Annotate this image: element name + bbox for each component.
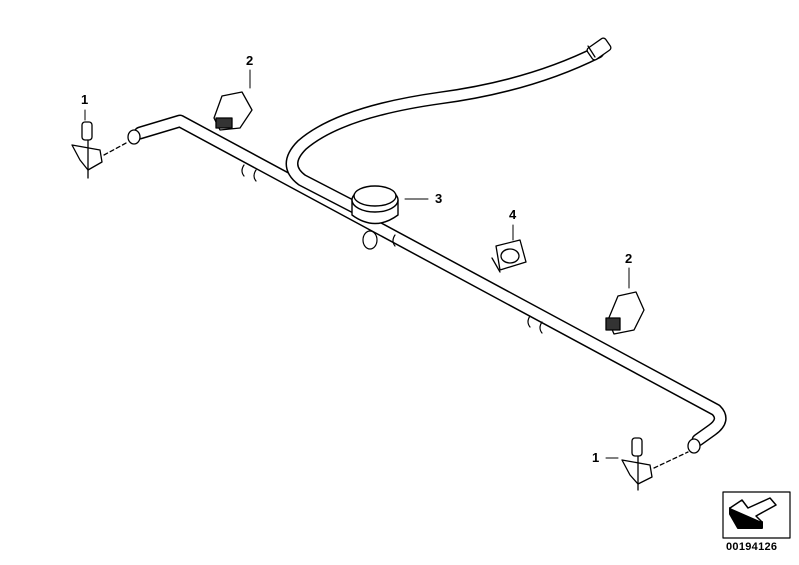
callout-3[interactable]: 3 <box>435 191 443 206</box>
hose-joints <box>241 164 543 334</box>
branch-hose <box>285 45 605 217</box>
callout-4[interactable]: 4 <box>509 207 517 222</box>
hose-clamp <box>491 239 527 273</box>
nozzle-left <box>71 121 141 179</box>
main-hose <box>133 114 727 447</box>
callout-2-right[interactable]: 2 <box>625 251 633 266</box>
callout-2-upper[interactable]: 2 <box>246 53 254 68</box>
clip-right <box>605 291 645 335</box>
hose-connector-end <box>586 37 612 61</box>
clip-upper-left <box>213 91 253 131</box>
callout-1-left[interactable]: 1 <box>81 92 89 107</box>
document-arrow-icon <box>722 491 791 539</box>
callout-1-right[interactable]: 1 <box>592 450 600 465</box>
nozzle-right <box>621 437 701 491</box>
check-valve <box>351 185 399 225</box>
leader-lines <box>84 69 630 459</box>
document-number: 00194126 <box>726 541 778 553</box>
